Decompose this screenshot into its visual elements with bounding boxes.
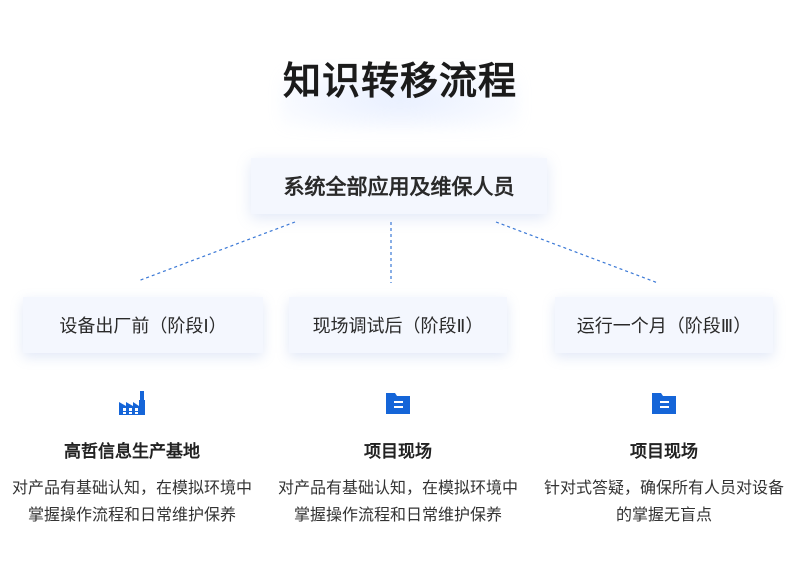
- connector-right: [495, 221, 659, 284]
- factory-icon: [119, 391, 145, 415]
- root-node-label: 系统全部应用及维保人员: [283, 175, 515, 199]
- stage-1-description: 对产品有基础认知，在模拟环境中掌握操作流程和日常维护保养: [12, 478, 253, 524]
- connector-left: [137, 221, 296, 282]
- stage-2-description: 对产品有基础认知，在模拟环境中掌握操作流程和日常维护保养: [278, 478, 519, 524]
- stage-1-box: 设备出厂前（阶段Ⅰ）: [23, 297, 263, 353]
- page-title: 知识转移流程: [282, 59, 517, 103]
- stage-2-box: 现场调试后（阶段Ⅱ）: [289, 297, 507, 353]
- stage-3-heading: 项目现场: [630, 442, 698, 462]
- stage-3-box: 运行一个月（阶段Ⅲ）: [555, 297, 773, 353]
- root-node: 系统全部应用及维保人员: [251, 158, 547, 214]
- stage-3-description: 针对式答疑，确保所有人员对设备的掌握无盲点: [544, 478, 785, 524]
- title-glow: [280, 70, 520, 130]
- folder-icon: [386, 393, 410, 414]
- stage-2-heading: 项目现场: [364, 442, 432, 462]
- folder-icon: [652, 393, 676, 414]
- stage-3-label: 运行一个月（阶段Ⅲ）: [576, 316, 752, 337]
- stage-1-heading: 高哲信息生产基地: [64, 442, 200, 462]
- stage-1-label: 设备出厂前（阶段Ⅰ）: [59, 316, 227, 337]
- stage-2-label: 现场调试后（阶段Ⅱ）: [312, 316, 484, 337]
